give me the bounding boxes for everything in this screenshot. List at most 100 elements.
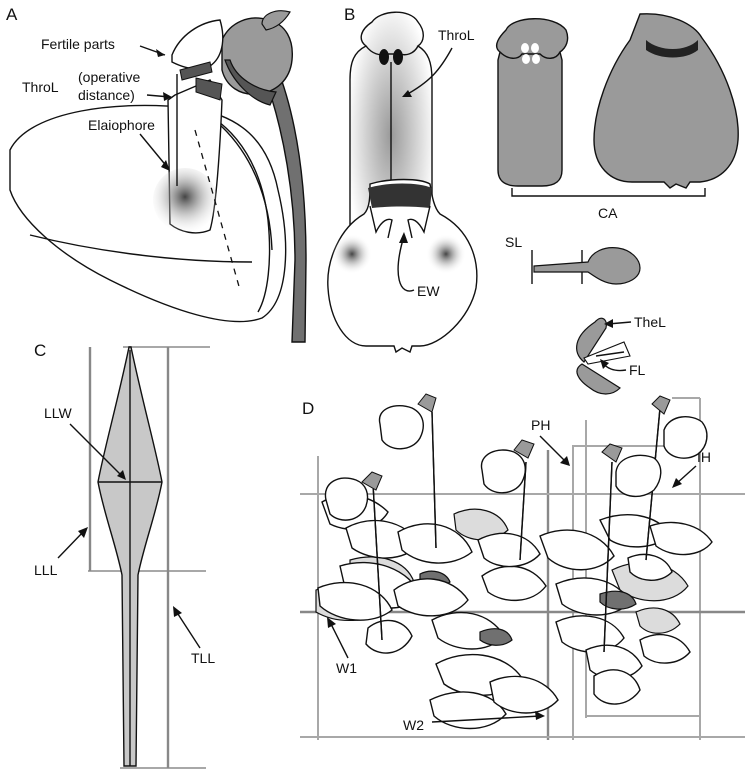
sl-shape [533, 247, 641, 285]
lip-lower-band [368, 183, 432, 208]
panel-label-b: B [344, 5, 355, 24]
label-w1: W1 [336, 660, 357, 676]
ew-spot-right [426, 234, 466, 274]
arrowhead-lll [78, 527, 88, 538]
lip [9, 104, 287, 323]
flower-head-1 [361, 471, 383, 491]
rosette-leaf [481, 565, 547, 602]
label-w2: W2 [403, 717, 424, 733]
lip-front-view-edge [365, 45, 419, 56]
label-ca: CA [598, 205, 618, 221]
panel-label-d: D [302, 399, 314, 418]
label-lll: LLL [34, 562, 58, 578]
fertile-parts-dark [179, 61, 213, 81]
arrowhead-elaiophore [161, 160, 170, 171]
rosette-leaf [489, 675, 559, 714]
label-operative-1: (operative [78, 69, 140, 85]
ca-bracket [511, 188, 706, 197]
label-llw: LLW [44, 405, 73, 421]
arrowhead-llw [117, 470, 126, 480]
label-operative-2: distance) [78, 87, 135, 103]
flower-stem [261, 64, 307, 343]
panel-d: D [300, 393, 745, 740]
plant-flowers [324, 393, 708, 653]
lip-contour-3 [29, 234, 253, 263]
arrow-lll [57, 530, 85, 559]
rosette-leaf [539, 529, 615, 571]
label-throl-a: ThroL [22, 79, 59, 95]
arrow-throl-b [403, 47, 453, 97]
flower-lip-3 [480, 449, 526, 494]
rosette-leaf [555, 615, 625, 653]
arrowhead-throl-b [402, 90, 412, 97]
rosette-leaf [477, 532, 541, 568]
flower-head-2 [417, 393, 437, 413]
rosette-leaf [365, 619, 413, 654]
lateral-sepal [224, 59, 277, 106]
ca-small-dot-1 [521, 43, 529, 53]
flower-lip-5 [663, 416, 708, 459]
fl-shape [583, 341, 631, 365]
panel-label-c: C [34, 341, 46, 360]
flower-stem-3-hl [519, 461, 527, 561]
label-tll: TLL [191, 650, 215, 666]
label-elaiophore: Elaiophore [88, 117, 155, 133]
arrow-elaiophore [139, 133, 169, 169]
rosette-leaf [479, 628, 513, 646]
rosette-leaf [397, 523, 473, 564]
ca-small [496, 18, 569, 187]
dorsal-sepal [221, 17, 293, 95]
flower-head-5 [651, 395, 671, 415]
flower-head-3 [513, 439, 535, 459]
arrowhead-ew [399, 232, 408, 243]
arrow-tll [175, 610, 201, 649]
panel-a: A Fertile parts ThroL (operative distanc… [6, 5, 307, 343]
rosette-leaf [593, 669, 641, 705]
label-ew: EW [417, 283, 440, 299]
flower-lip-4 [615, 454, 662, 497]
lip-contour-1 [199, 109, 271, 313]
ca-large [593, 13, 739, 189]
flower-stem-4-hl [603, 461, 613, 653]
arrowhead-ih [672, 478, 682, 488]
arrow-ih [675, 465, 697, 485]
elaiophore-spot [153, 168, 217, 232]
rosette-leaf [649, 521, 713, 556]
flower-head-4 [601, 443, 623, 463]
throl-dashed-line [194, 129, 241, 291]
rosette-leaf [317, 581, 393, 621]
ca-small-dot-4 [532, 54, 540, 64]
ew-spot-left [332, 234, 372, 274]
arrowhead-w1 [327, 617, 336, 628]
rosette-leaf [635, 607, 681, 634]
lip-lower-inner-r [407, 205, 431, 239]
upper-petal [261, 10, 291, 31]
label-ih: IH [697, 449, 711, 465]
label-thel: TheL [634, 314, 666, 330]
fl-stripe [595, 351, 625, 357]
flower-lip-2 [378, 405, 424, 450]
arrowhead-ph [560, 456, 570, 466]
fertile-parts [171, 19, 224, 70]
rosette-leaf [627, 553, 673, 581]
lip-contour-2 [211, 117, 273, 251]
panel-c: C LLW LLL TLL [34, 341, 215, 769]
thel-petal-lower [576, 363, 621, 395]
arrowhead-thel [604, 319, 613, 328]
arrow-ew [397, 235, 415, 292]
arrowhead-tll [173, 606, 182, 617]
rosette-leaf [393, 578, 469, 617]
panel-b: B ThroL EW CA SL [327, 5, 739, 395]
arrowhead-operative [163, 92, 172, 101]
lip-front-eye-l [379, 49, 389, 65]
lip-lower-inner-l [369, 205, 393, 239]
flower-stem-1-hl [372, 483, 383, 641]
rosette-leaf [453, 508, 509, 541]
label-sl: SL [505, 234, 522, 250]
rosette-leaf [639, 633, 691, 664]
panel-label-a: A [6, 5, 18, 24]
throat-dark [195, 77, 223, 101]
flower-lip-1 [324, 477, 369, 521]
arrowhead-fl [600, 359, 609, 369]
